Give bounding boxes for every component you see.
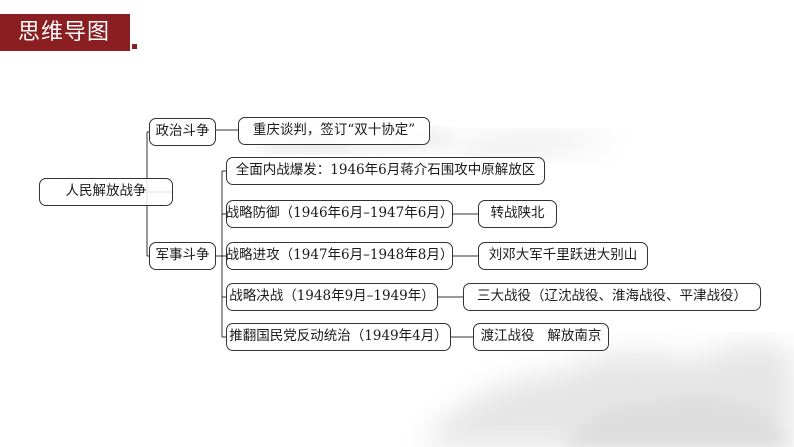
detail-yangtze-crossing: 渡江战役 解放南京 — [473, 323, 609, 351]
title-accent-dot — [132, 44, 137, 49]
detail-strategic-offense: 刘邓大军千里跃进大别山 — [478, 242, 648, 270]
military-item-civil-war-outbreak: 全面内战爆发：1946年6月蒋介石围攻中原解放区 — [226, 157, 545, 185]
military-item-strategic-offense: 战略进攻（1947年6月–1948年8月） — [226, 242, 453, 270]
branch-political: 政治斗争 — [149, 118, 216, 146]
military-item-overthrow-kmt: 推翻国民党反动统治（1949年4月） — [226, 323, 451, 351]
detail-strategic-defense: 转战陕北 — [478, 200, 557, 228]
military-item-strategic-defense: 战略防御（1946年6月–1947年6月） — [226, 200, 453, 228]
section-title: 思维导图 — [0, 14, 130, 51]
detail-three-campaigns: 三大战役（辽沈战役、淮海战役、平津战役） — [463, 283, 761, 311]
branch-military: 军事斗争 — [149, 242, 216, 270]
political-item: 重庆谈判，签订“双十协定” — [238, 117, 430, 145]
root-node: 人民解放战争 — [39, 178, 173, 206]
military-item-strategic-decisive: 战略决战（1948年9月–1949年） — [226, 283, 438, 311]
